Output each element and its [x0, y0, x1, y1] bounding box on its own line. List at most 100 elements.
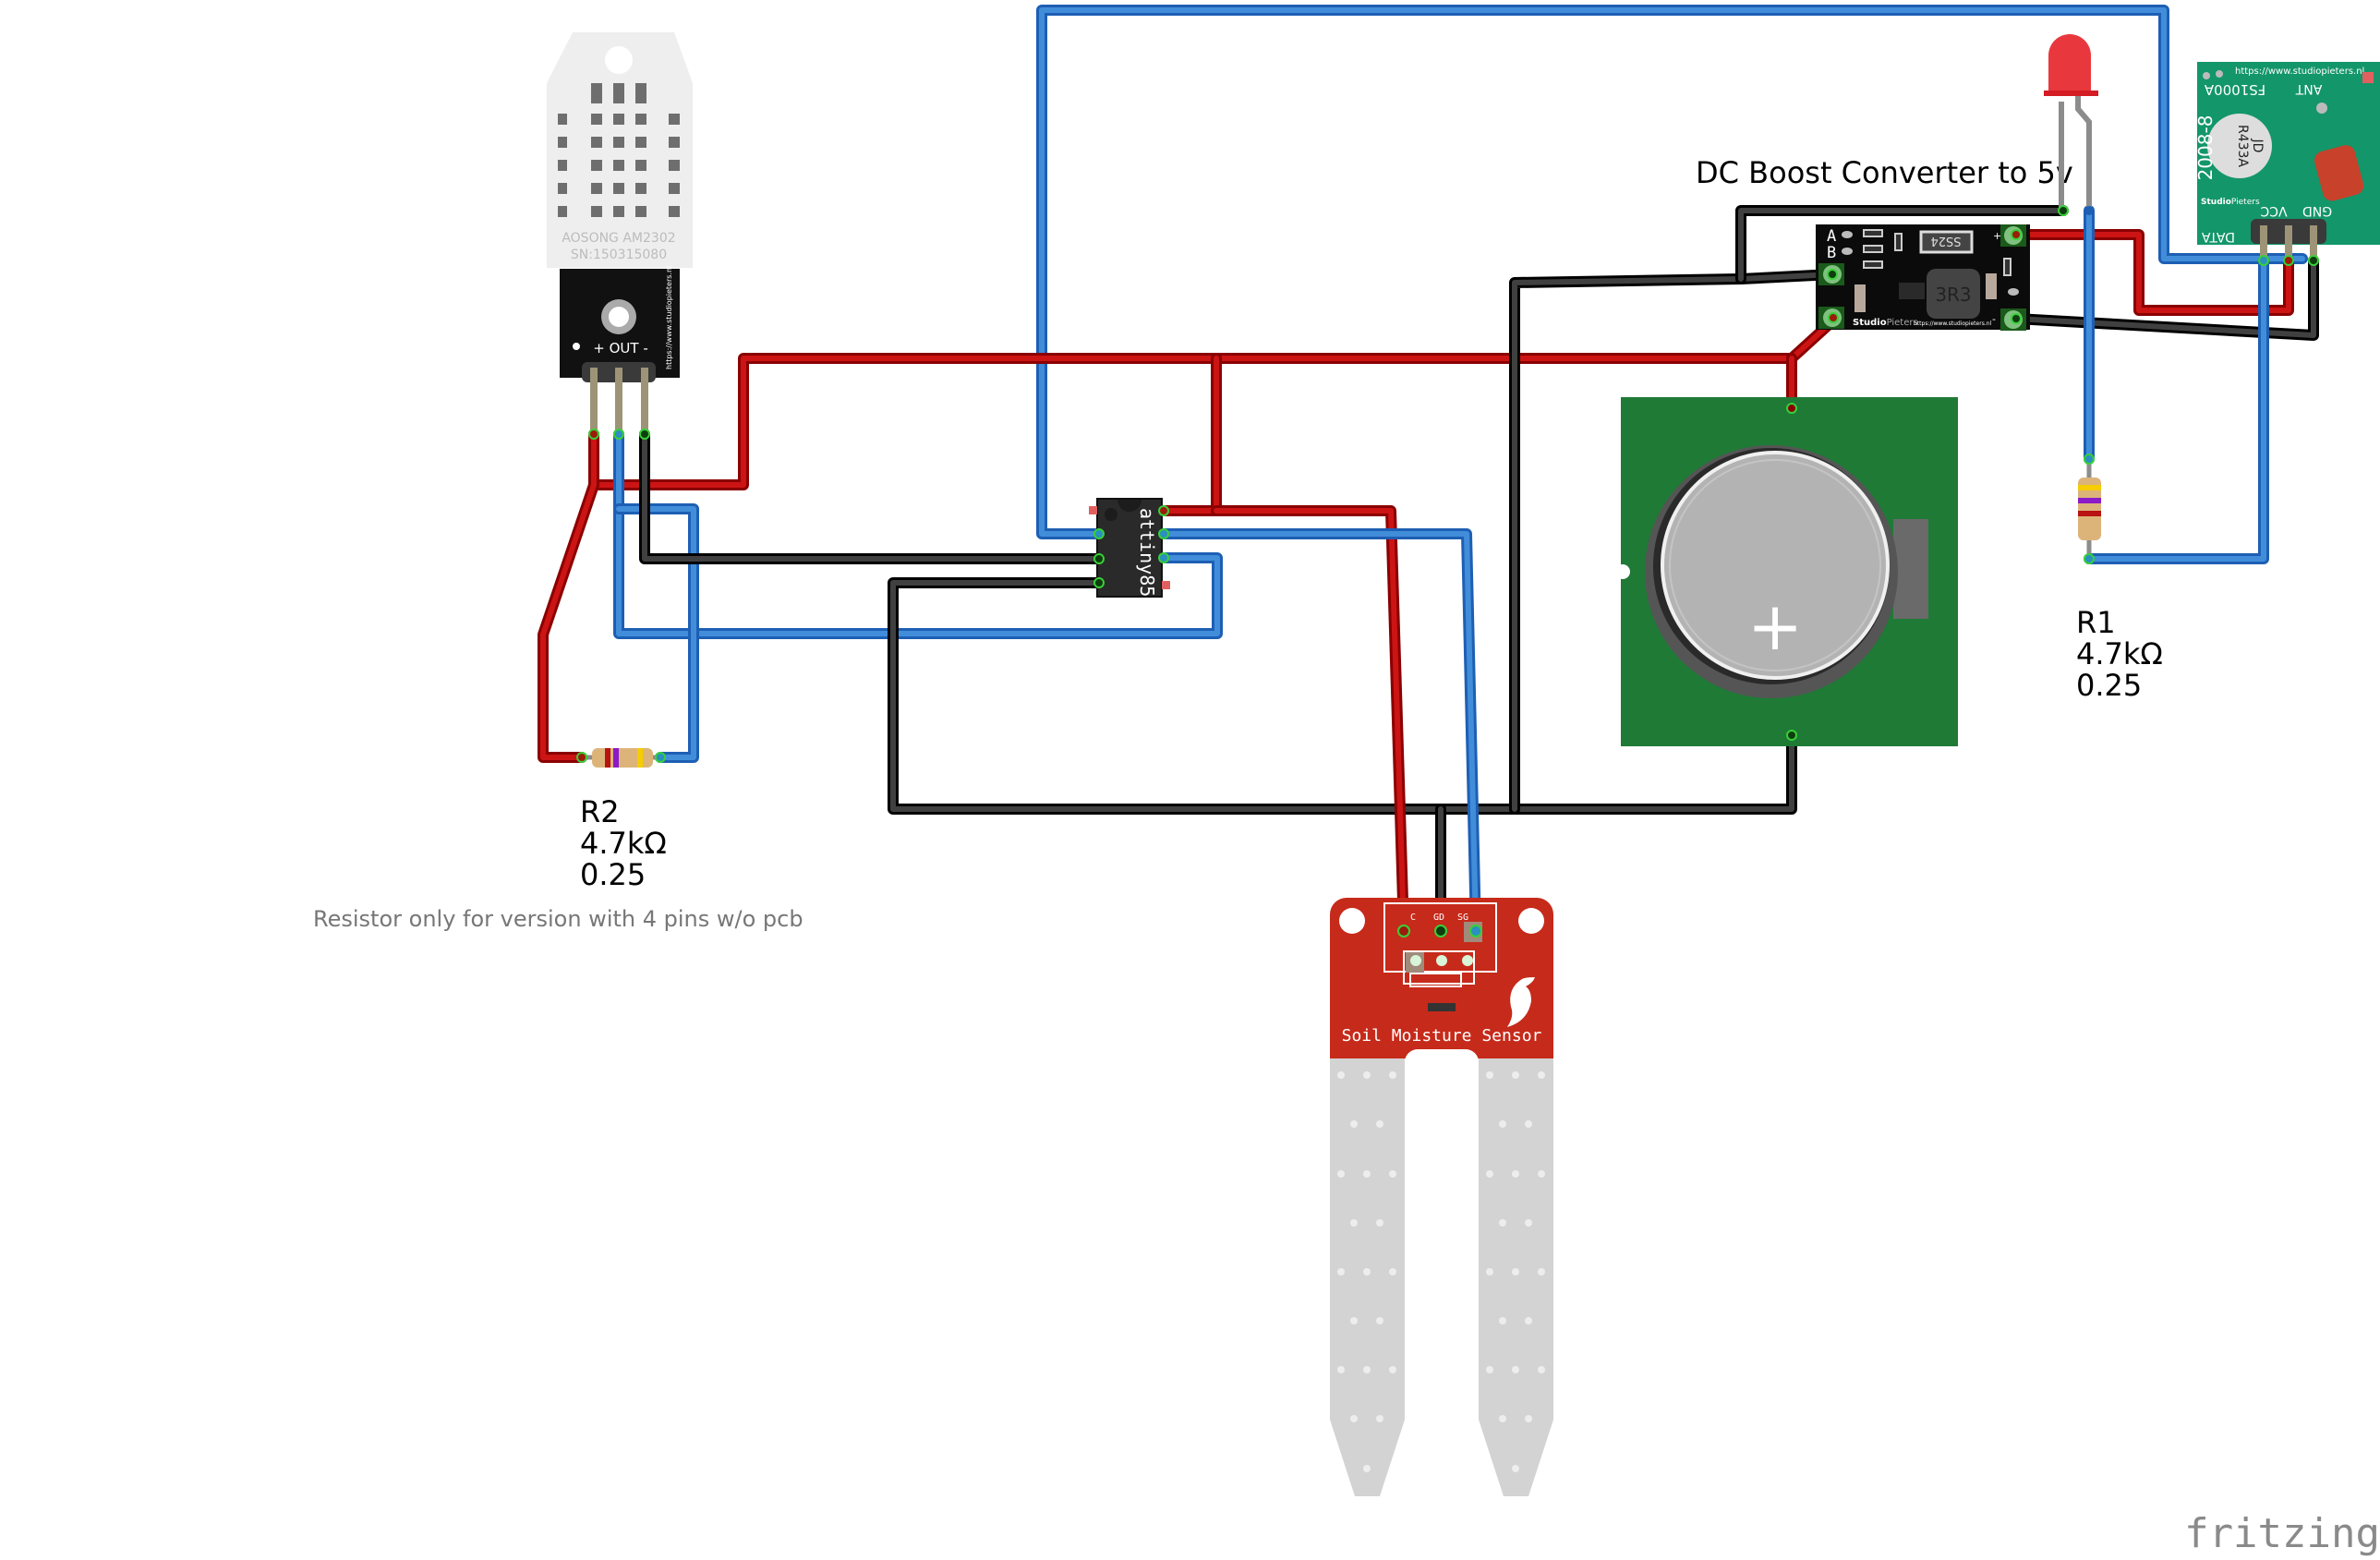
soil-sensor-board [1330, 898, 1553, 1058]
boost-inductor [1927, 269, 1980, 319]
probe-dot [1486, 1366, 1493, 1373]
red-led[interactable] [2044, 34, 2098, 216]
boost-url: https://www.studiopieters.nl [1914, 320, 1992, 327]
fritzing-logo: fritzing [2184, 1510, 2380, 1557]
attiny85-pin1-unused [1089, 506, 1097, 514]
probe-dot [1389, 1071, 1396, 1079]
rf-url: https://www.studiopieters.nl [2235, 67, 2364, 77]
dc-boost-converter[interactable]: A B SS24 3R3 StudioPieters https://www.s… [1816, 224, 2030, 331]
probe-dot [1486, 1071, 1493, 1079]
wire-blue-r2[interactable] [613, 503, 699, 763]
probe-dot [1337, 1268, 1345, 1276]
dht-pins-label: + OUT - [593, 340, 647, 357]
boost-out-minus[interactable] [2011, 313, 2022, 324]
boost-jumper-b-label: B [1827, 244, 1836, 262]
resistor-r1[interactable] [2078, 453, 2101, 564]
wire-blue-top-loop[interactable] [1036, 5, 2308, 539]
attiny85-chip[interactable]: attiny85 [1089, 498, 1170, 598]
boost-diode-label: SS24 [1930, 234, 1961, 248]
dht-pin1-dot [573, 343, 580, 350]
battery-clip [1893, 519, 1928, 619]
svg-text:SG: SG [1457, 913, 1468, 923]
boost-in-plus[interactable] [1828, 312, 1839, 323]
attiny85-pin8[interactable] [1158, 505, 1169, 516]
coin-cell-battery[interactable]: + [1615, 397, 1958, 746]
dht-mount-hole [605, 46, 633, 74]
wire-black-attiny-gnd[interactable] [888, 577, 1797, 815]
probe-dot [1376, 1219, 1383, 1227]
attiny85-pin3[interactable] [1093, 553, 1105, 564]
probe-dot [1525, 1415, 1532, 1422]
probe-dot [1350, 1415, 1358, 1422]
resistor-r1-body [2078, 478, 2101, 540]
wire-red-dht-r2[interactable] [538, 429, 599, 763]
wire-red-bus[interactable] [588, 315, 1839, 490]
resistor-r2[interactable] [576, 748, 666, 768]
soil-probe-right [1479, 1058, 1553, 1496]
sparkfun-flame-icon [1507, 977, 1535, 1027]
wire-black-led[interactable] [1735, 205, 2069, 284]
svg-text:GD: GD [1433, 913, 1444, 923]
boost-inductor-label: 3R3 [1935, 284, 1971, 306]
r2-resistance-label: 4.7kΩ [580, 826, 667, 861]
probe-dot [1512, 1071, 1519, 1079]
soil-sensor-title: Soil Moisture Sensor [1342, 1026, 1542, 1046]
attiny85-pin2[interactable] [1093, 528, 1105, 539]
r2-name-label: R2 [580, 794, 620, 829]
dht-pin-vcc[interactable] [588, 429, 599, 440]
wire-red-bus-drop[interactable] [1158, 353, 1222, 516]
battery-minus-terminal[interactable] [1786, 730, 1797, 741]
dht-am2302-sensor[interactable]: AOSONG AM2302 SN:150315080 + OUT - https… [547, 32, 693, 440]
rf-transmitter-fs1000a[interactable]: https://www.studiopieters.nl FS1000A ANT… [2194, 62, 2380, 266]
rf-pin-data[interactable] [2258, 255, 2269, 266]
led-anode[interactable] [2084, 206, 2094, 215]
r1-power-label: 0.25 [2076, 668, 2142, 703]
dht-pin-gnd[interactable] [639, 429, 650, 440]
dht-model-text: AOSONG AM2302 [562, 231, 675, 246]
wire-red-rf-vcc[interactable] [2011, 229, 2294, 316]
probe-dot [1525, 1219, 1532, 1227]
dht-grille [558, 83, 680, 217]
probe-dot [1486, 1170, 1493, 1178]
rf-data-label: DATA [2202, 229, 2235, 244]
wire-black-rf-gnd[interactable] [2011, 255, 2319, 341]
resistor-r2-body [592, 748, 653, 768]
dht-pin-out[interactable] [613, 429, 624, 440]
wire-black-dht-gnd[interactable] [639, 429, 1105, 564]
rf-pin-gnd[interactable] [2308, 255, 2319, 266]
probe-dot [1363, 1465, 1371, 1472]
soil-pin-vcc[interactable] [1397, 925, 1410, 937]
boost-diode [1919, 230, 1974, 254]
soil-pin-gnd[interactable] [1434, 925, 1447, 937]
battery-plus-terminal[interactable] [1786, 403, 1797, 414]
wire-blue-r1-data[interactable] [2084, 255, 2269, 564]
wires [538, 5, 2319, 937]
rf-gnd-label: GND [2302, 203, 2332, 218]
wire-blue-dht-out[interactable] [613, 429, 1223, 639]
probe-dot [1389, 1170, 1396, 1178]
wire-black-boost-gnd[interactable] [1509, 269, 1839, 815]
attiny85-label: attiny85 [1136, 508, 1158, 597]
wire-red-soil-vcc[interactable] [1211, 505, 1409, 937]
attiny85-pin7[interactable] [1158, 528, 1169, 539]
probe-dot [1538, 1170, 1545, 1178]
attiny85-pin4[interactable] [1093, 577, 1105, 588]
soil-moisture-sensor[interactable]: C GD SG Soil Moisture Sensor [1330, 898, 1553, 1496]
attiny85-pin6[interactable] [1158, 552, 1169, 563]
led-cathode[interactable] [2058, 205, 2069, 216]
boost-in-minus[interactable] [1827, 269, 1838, 280]
probe-dot [1538, 1071, 1545, 1079]
attiny85-pin5-unused [1162, 581, 1170, 589]
soil-pin-sig[interactable] [1469, 925, 1482, 937]
probe-dot [1337, 1071, 1345, 1079]
r2-power-label: 0.25 [580, 857, 646, 892]
rf-pin-vcc[interactable] [2283, 255, 2294, 266]
probe-dot [1499, 1317, 1506, 1324]
probe-dot [1499, 1120, 1506, 1128]
boost-ic [1899, 283, 1925, 299]
boost-out-plus[interactable] [2011, 229, 2022, 240]
probe-dot [1376, 1120, 1383, 1128]
led-body [2048, 34, 2091, 92]
probe-dot [1499, 1415, 1506, 1422]
wire-blue-soil-sig[interactable] [1158, 528, 1481, 937]
